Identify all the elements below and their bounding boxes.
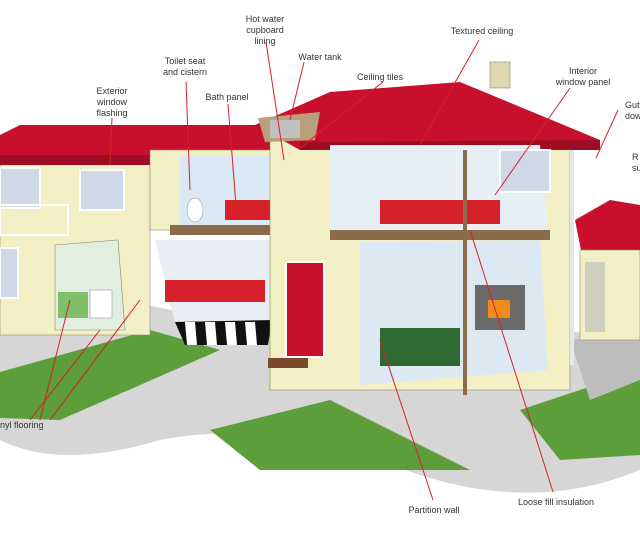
fire — [488, 300, 510, 318]
left-wing-roof-shade — [0, 155, 150, 165]
door-mat — [268, 358, 308, 368]
window-upper-left — [0, 168, 40, 208]
bed — [380, 200, 500, 224]
window-lower-left — [0, 248, 18, 298]
laundry-tub — [58, 292, 88, 318]
label-hot-water-cupboard-lining: Hot water cupboard lining — [230, 14, 300, 47]
label-gutters-downpipes: Gutt dow — [625, 100, 640, 122]
front-door — [286, 262, 324, 357]
sofa — [380, 328, 460, 366]
label-vinyl-flooring: nyl flooring — [0, 420, 70, 431]
washing-machine — [90, 290, 112, 318]
label-water-tank: Water tank — [285, 52, 355, 63]
window-bedroom — [500, 150, 550, 192]
kitchen-bench — [165, 280, 265, 302]
label-textured-ceiling: Textured ceiling — [440, 26, 524, 37]
label-roof-partial: R su — [632, 152, 640, 174]
label-interior-window-panel: Interior window panel — [545, 66, 621, 88]
chimney — [490, 62, 510, 88]
label-partition-wall: Partition wall — [396, 505, 472, 516]
label-ceiling-tiles: Ceiling tiles — [345, 72, 415, 83]
bath-tub — [225, 200, 275, 220]
window-upper-mid — [80, 170, 124, 210]
water-tank — [270, 120, 300, 138]
label-bath-panel: Bath panel — [195, 92, 259, 103]
label-exterior-window-flashing: Exterior window flashing — [80, 86, 144, 119]
floor-slab-main — [330, 230, 550, 240]
garage-roof — [575, 200, 640, 255]
toilet — [187, 198, 203, 222]
label-toilet-seat-cistern: Toilet seat and cistern — [150, 56, 220, 78]
garage-door — [585, 262, 605, 332]
label-loose-fill-insulation: Loose fill insulation — [506, 497, 606, 508]
